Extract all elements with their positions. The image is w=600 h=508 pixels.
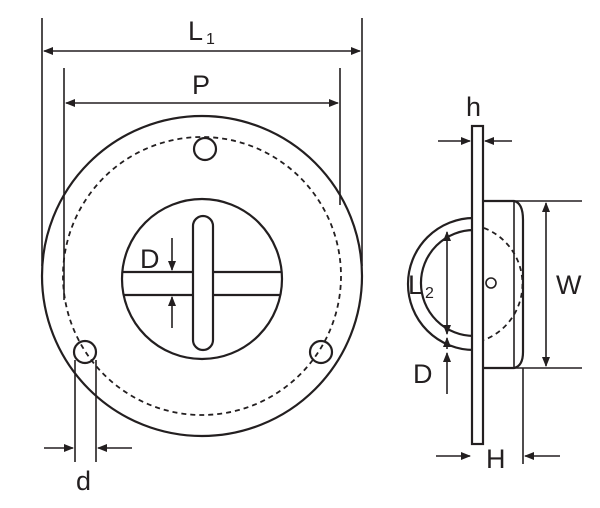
bolt-circle — [62, 136, 342, 416]
side-view: h L 2 D W H — [406, 92, 582, 474]
d-side-label: D — [413, 359, 433, 389]
w-label: W — [556, 270, 582, 300]
inner-recess-circle — [120, 197, 284, 361]
ring-hidden — [483, 227, 524, 341]
front-view: L 1 P D d — [40, 16, 364, 496]
p-label: P — [192, 70, 210, 100]
l1-label: L — [188, 16, 203, 46]
pivot-pin — [485, 277, 497, 289]
d-label-front: D — [140, 244, 160, 274]
housing-block — [483, 199, 525, 370]
mounting-hole-left — [72, 339, 98, 365]
mounting-hole-right — [308, 339, 334, 365]
d-hole-label: d — [76, 466, 91, 496]
side-plate — [470, 124, 485, 446]
l2-subscript: 2 — [425, 285, 434, 302]
ring-inner — [419, 228, 475, 338]
mounting-hole-top — [192, 136, 218, 162]
l1-subscript: 1 — [206, 31, 215, 48]
h-label: h — [466, 92, 481, 122]
h-upper-label: H — [486, 444, 506, 474]
vertical-slot — [191, 214, 215, 352]
l2-label: L — [408, 270, 423, 300]
outer-plate-circle — [40, 114, 364, 438]
